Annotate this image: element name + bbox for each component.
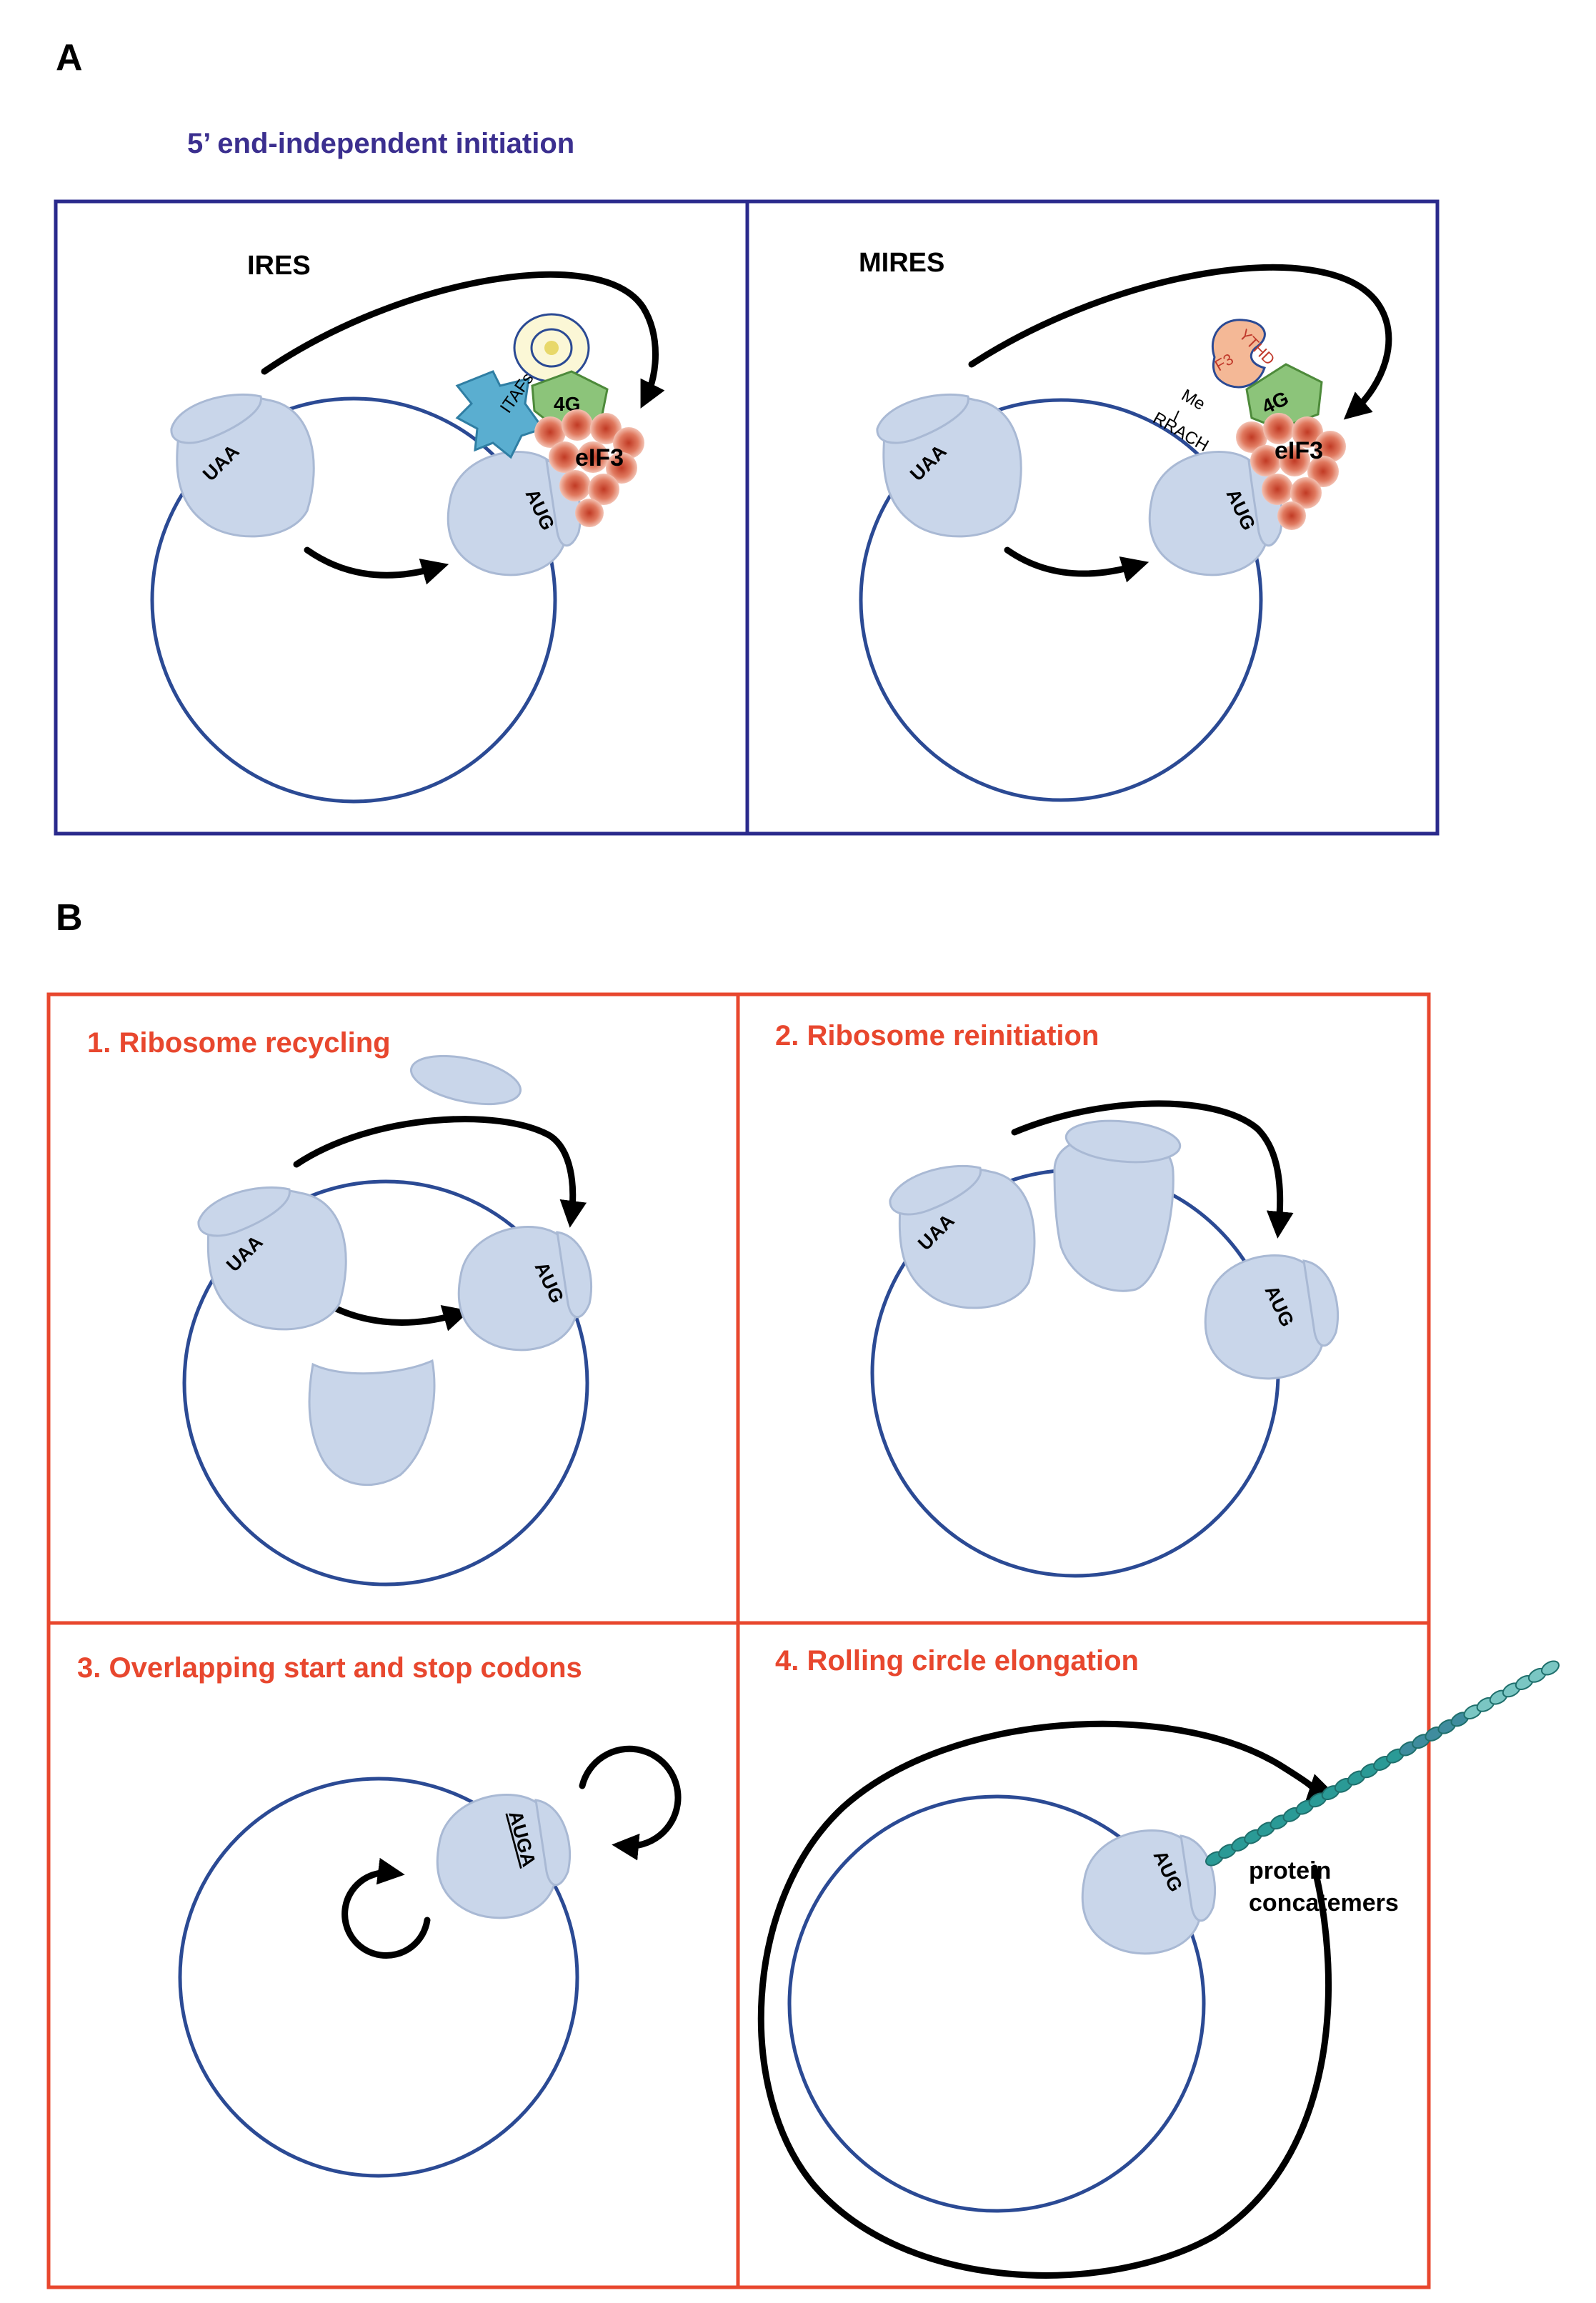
- reinitiation-ribosome-start-small: [1302, 1259, 1340, 1347]
- eif3-subunit: [1290, 477, 1322, 509]
- recycling-released-subunit: [409, 1054, 522, 1106]
- eif3-subunit: [1250, 445, 1282, 476]
- eif3-label: eIF3: [575, 444, 624, 471]
- protein-label-1: protein: [1249, 1857, 1331, 1884]
- rolling-ribosome-small: [1179, 1834, 1217, 1922]
- protein-label-2: concatemers: [1249, 1889, 1399, 1917]
- mires-arrow-loop: [968, 264, 1392, 420]
- overlapping-diagram: 3. Overlapping start and stop codons AUG…: [77, 1652, 682, 2178]
- ires-arrow-scan: [304, 546, 449, 585]
- recycling-free-subunit: [308, 1359, 436, 1487]
- rolling-mrna-circle: [787, 1794, 1206, 2213]
- eif3-subunit: [588, 474, 619, 505]
- eif3-subunit: [590, 413, 622, 444]
- ires-mrna-circle: [150, 396, 557, 804]
- ires-stem-loop-inner: [530, 328, 573, 368]
- ires-ribosome-stop-small: [170, 393, 262, 444]
- rolling-outer-arrow: [757, 1720, 1334, 2279]
- rolling-ribosome: [1081, 1829, 1205, 1955]
- mires-diagram: MIRES UAA AUG YTHD F3 Me RRACH 4G: [859, 248, 1392, 802]
- overlapping-mrna-circle: [178, 1777, 579, 2178]
- overlapping-title: 3. Overlapping start and stop codons: [77, 1652, 582, 1684]
- mires-title: MIRES: [859, 248, 944, 278]
- protein-bead: [1541, 1660, 1560, 1676]
- overlapping-ribosome-small: [534, 1799, 572, 1887]
- rolling-title: 4. Rolling circle elongation: [775, 1645, 1139, 1677]
- eif3-subunit: [562, 409, 593, 441]
- methyl-label: Me: [1178, 386, 1208, 414]
- ires-diagram: IRES UAA AUG ITAFs 4G: [150, 251, 665, 804]
- eif3-subunit: [1292, 416, 1323, 448]
- panel-a-letter: A: [56, 37, 83, 79]
- mires-arrow-scan: [1004, 546, 1149, 583]
- recycling-title: 1. Ribosome recycling: [87, 1027, 391, 1059]
- protein-concatemer-chain: [1205, 1660, 1560, 1867]
- mires-mrna-circle: [859, 398, 1263, 802]
- eif3-subunit: [1263, 413, 1295, 444]
- mires-eif3-label: eIF3: [1275, 437, 1323, 464]
- panel-a-heading: 5’ end-independent initiation: [187, 128, 574, 159]
- ires-arrow-loop: [261, 271, 665, 409]
- eif3-subunit: [577, 441, 609, 473]
- recycling-ribosome-stop-small: [197, 1186, 291, 1237]
- eif3-subunit: [1307, 456, 1339, 487]
- recycling-ribosome-start: [457, 1226, 581, 1352]
- motif-label: RRACH: [1149, 409, 1212, 456]
- ires-itaf-complex: ITAFs 4G eIF3: [455, 313, 644, 527]
- reinitiation-diagram: 2. Ribosome reinitiation UAA AUG: [775, 1020, 1340, 1578]
- methyl-link: [1173, 410, 1179, 422]
- eif3-subunit: [1236, 421, 1267, 453]
- reinitiation-ribosome-stop-small: [889, 1164, 982, 1216]
- eif3-subunit: [1277, 501, 1306, 530]
- panel-b-letter: B: [56, 897, 83, 939]
- recycling-mrna-circle: [182, 1179, 589, 1587]
- eif3-subunit: [606, 452, 637, 484]
- eif3-subunit: [1315, 431, 1346, 462]
- reinitiation-arrow-loop: [1011, 1100, 1294, 1239]
- eif3-subunit: [1279, 445, 1310, 476]
- mires-ribosome-stop-small: [876, 393, 969, 444]
- mires-eif3-cluster: [1236, 413, 1346, 530]
- mires-eif4g-shape: [1245, 363, 1323, 430]
- ythdf3-shape: [1211, 319, 1266, 389]
- overlapping-cycle-arrow-inner: [341, 1857, 431, 1959]
- recycling-arrow-loop: [293, 1116, 587, 1228]
- overlapping-ribosome: [436, 1794, 559, 1919]
- eif3-subunit: [549, 441, 580, 473]
- reinitiation-ribosome-start: [1204, 1254, 1327, 1380]
- recycling-ribosome-start-small: [556, 1231, 593, 1319]
- eif3-subunit: [1262, 474, 1293, 505]
- eif3-cluster: [534, 409, 644, 527]
- recycling-diagram: 1. Ribosome recycling UAA AUG: [87, 1027, 593, 1587]
- reinitiation-title: 2. Ribosome reinitiation: [775, 1020, 1099, 1051]
- eif3-subunit: [534, 416, 566, 448]
- eif3-subunit: [613, 427, 644, 459]
- rolling-diagram: 4. Rolling circle elongation AUG protein…: [757, 1645, 1560, 2279]
- itaf-shape: [455, 370, 545, 459]
- eif3-subunit: [575, 499, 604, 527]
- overlapping-cycle-arrow-outer: [579, 1745, 682, 1861]
- ires-title: IRES: [247, 251, 311, 281]
- ires-stem-loop-core: [544, 341, 559, 355]
- reinitiation-ribosome-middle-small: [1064, 1119, 1182, 1164]
- eif3-subunit: [559, 470, 591, 501]
